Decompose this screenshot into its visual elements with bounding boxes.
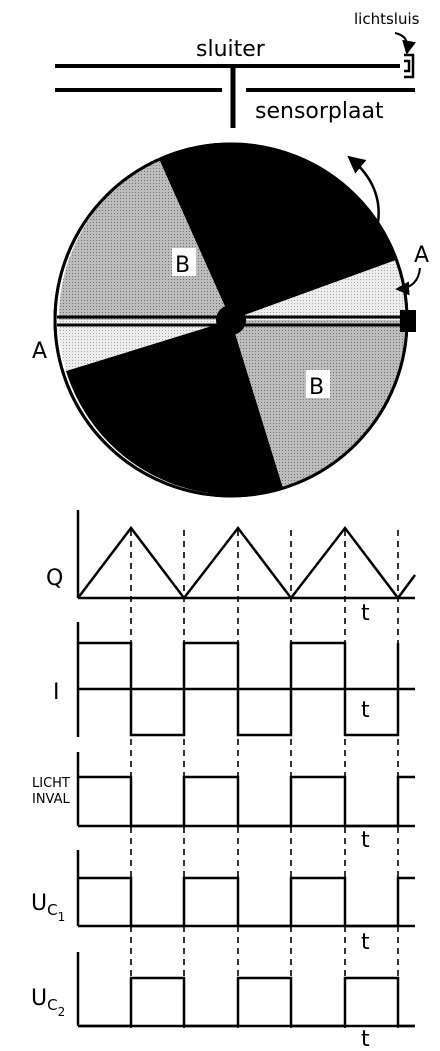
sector-a-pointer bbox=[395, 267, 421, 296]
light-gate-pointer bbox=[394, 32, 416, 55]
light-axis-label-2: INVAL bbox=[32, 792, 71, 807]
sector-a-right-label: A bbox=[414, 243, 429, 268]
uc1-waveform bbox=[78, 876, 415, 928]
light-gate-label: lichtsluis bbox=[354, 10, 420, 28]
disc-hub bbox=[216, 305, 246, 335]
q-waveform bbox=[77, 525, 417, 601]
uc2-waveform bbox=[78, 976, 415, 1028]
rotating-disc: B B A A bbox=[32, 142, 429, 498]
sector-black-top bbox=[159, 143, 396, 320]
sector-a-left bbox=[58, 320, 231, 371]
label-b-top-bg bbox=[172, 248, 196, 276]
sector-black-bottom bbox=[66, 320, 283, 495]
light-gate-block bbox=[400, 310, 416, 332]
sector-gray-left bbox=[58, 159, 231, 320]
sector-b-top-label: B bbox=[175, 253, 190, 278]
i-axis-label: I bbox=[53, 680, 60, 705]
shutter-mechanism: lichtsluis sluiter sensorplaat bbox=[55, 10, 420, 128]
q-t-label: t bbox=[361, 601, 370, 626]
sensor-plate-label: sensorplaat bbox=[255, 99, 384, 124]
label-b-bottom-bg bbox=[306, 370, 330, 398]
light-axis-label-1: LICHT bbox=[32, 776, 70, 791]
light-gate bbox=[404, 53, 415, 79]
sector-b-bottom-label: B bbox=[309, 375, 324, 400]
sector-gray-right bbox=[231, 320, 407, 488]
light-waveform bbox=[78, 775, 415, 828]
i-waveform bbox=[78, 641, 400, 737]
q-axis-label: Q bbox=[46, 566, 63, 591]
uc2-t-label: t bbox=[361, 1027, 370, 1051]
uc1-t-label: t bbox=[361, 930, 370, 955]
sector-a-right bbox=[231, 260, 407, 320]
sector-a-left-label: A bbox=[32, 339, 47, 364]
timing-graphs: Q t I t LICHT INVAL t UC1 t UC2 t bbox=[31, 510, 417, 1051]
light-t-label: t bbox=[361, 828, 370, 853]
i-t-label: t bbox=[361, 698, 370, 723]
rotation-arrow bbox=[347, 155, 380, 224]
shutter-label: sluiter bbox=[196, 37, 266, 62]
uc1-axis-label: UC1 bbox=[31, 891, 65, 924]
uc2-axis-label: UC2 bbox=[31, 986, 65, 1019]
